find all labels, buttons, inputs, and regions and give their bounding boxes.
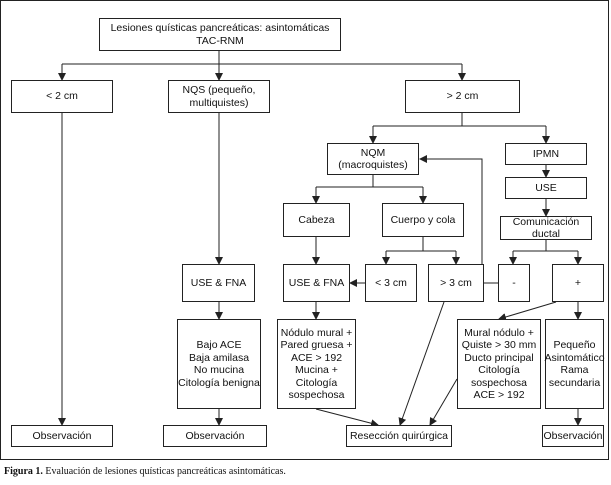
small-branch-node: Pequeño Asintomático Rama secundaria <box>544 319 605 409</box>
mural-line: Citología <box>478 364 520 376</box>
lt2-node: < 2 cm <box>11 80 113 113</box>
minus-label: - <box>512 276 516 289</box>
comunicacion-ductal-node: Comunicación ductal <box>500 216 592 240</box>
comunicacion-ductal-label: Comunicación ductal <box>512 215 580 241</box>
suspicious-line: Mucina + <box>295 364 338 376</box>
nqs-line1: NQS (pequeño, <box>182 84 256 96</box>
suspicious-findings-node: Nódulo mural + Pared gruesa + ACE > 192 … <box>277 319 356 409</box>
connector-gt3-to-res <box>398 301 445 426</box>
benign-line: Citología benigna <box>178 376 260 389</box>
use-fna-mid-node: USE & FNA <box>283 264 350 302</box>
small-line: Rama <box>560 364 589 376</box>
suspicious-line: ACE > 192 <box>290 351 343 364</box>
root-node: Lesiones quísticas pancreáticas: asintom… <box>99 18 341 51</box>
observacion-right-label: Observación <box>543 429 603 442</box>
observacion-mid-node: Observación <box>163 425 267 447</box>
suspicious-line: Citología <box>295 376 338 389</box>
small-line: secundaria <box>548 376 601 389</box>
gt2-label: > 2 cm <box>446 90 479 103</box>
use-fna-mid-label: USE & FNA <box>288 276 345 289</box>
benign-findings-node: Bajo ACE Baja amilasa No mucina Citologí… <box>177 319 261 409</box>
mural-line: Ducto principal <box>464 351 534 364</box>
caption-text: Evaluación de lesiones quísticas pancreá… <box>42 466 286 477</box>
ipmn-label: IPMN <box>532 147 560 160</box>
nqm-line2: (macroquistes) <box>338 159 408 171</box>
plus-node: + <box>552 264 604 302</box>
observacion-right-node: Observación <box>542 425 604 447</box>
root-line2: TAC-RNM <box>196 34 244 47</box>
gt2-node: > 2 cm <box>405 80 520 113</box>
nqs-line2: multiquistes) <box>189 96 249 109</box>
suspicious-line: Nódulo mural + <box>280 326 353 339</box>
mural-line: ACE > 192 <box>473 389 525 401</box>
observacion-mid-label: Observación <box>185 429 245 442</box>
mural-line: Mural nódulo + <box>464 326 534 339</box>
mural-line: Quiste > 30 mm <box>461 339 537 351</box>
benign-line: No mucina <box>193 364 245 376</box>
lt3-label: < 3 cm <box>375 276 407 289</box>
diagram-frame <box>0 0 609 460</box>
connector-mural-to-res <box>429 378 458 426</box>
mural-line: sospechosa <box>470 376 528 389</box>
use-ipmn-label: USE <box>535 181 557 194</box>
lt3-node: < 3 cm <box>365 264 417 302</box>
root-line1: Lesiones quísticas pancreáticas: asintom… <box>110 22 330 34</box>
observacion-left-label: Observación <box>32 429 92 442</box>
use-ipmn-node: USE <box>505 177 587 199</box>
nqm-line1: NQM <box>360 146 386 159</box>
small-line: Pequeño <box>553 339 596 351</box>
gt3-node: > 3 cm <box>428 264 484 302</box>
connector-layer <box>58 51 582 428</box>
reseccion-node: Resección quirúrgica <box>346 425 452 447</box>
gt3-label: > 3 cm <box>440 276 472 289</box>
minus-node: - <box>498 264 530 302</box>
plus-label: + <box>574 276 582 289</box>
mural-findings-node: Mural nódulo + Quiste > 30 mm Ducto prin… <box>457 319 541 409</box>
suspicious-line: Pared gruesa + <box>280 339 353 351</box>
connector-suspicious-to-res <box>315 408 379 428</box>
nqs-node: NQS (pequeño, multiquistes) <box>168 80 270 113</box>
ipmn-node: IPMN <box>505 143 587 165</box>
reseccion-label: Resección quirúrgica <box>349 429 449 442</box>
connector-plus-to-mural <box>498 301 557 321</box>
observacion-left-node: Observación <box>11 425 113 447</box>
connector-minus-up <box>419 155 498 284</box>
figure-caption: Figura 1. Evaluación de lesiones quístic… <box>4 466 286 477</box>
caption-label: Figura 1. <box>4 466 43 477</box>
benign-line: Baja amilasa <box>188 351 250 364</box>
cuerpo-cola-node: Cuerpo y cola <box>382 203 464 237</box>
cabeza-node: Cabeza <box>283 203 350 237</box>
small-line: Asintomático <box>544 351 605 364</box>
lt2-label: < 2 cm <box>46 90 78 103</box>
benign-line: Bajo ACE <box>196 339 242 351</box>
suspicious-line: sospechosa <box>288 389 345 401</box>
cabeza-label: Cabeza <box>298 213 335 226</box>
use-fna-left-node: USE & FNA <box>182 264 255 302</box>
nqm-node: NQM (macroquistes) <box>327 143 419 175</box>
use-fna-left-label: USE & FNA <box>190 276 247 289</box>
cuerpo-cola-label: Cuerpo y cola <box>390 213 456 226</box>
